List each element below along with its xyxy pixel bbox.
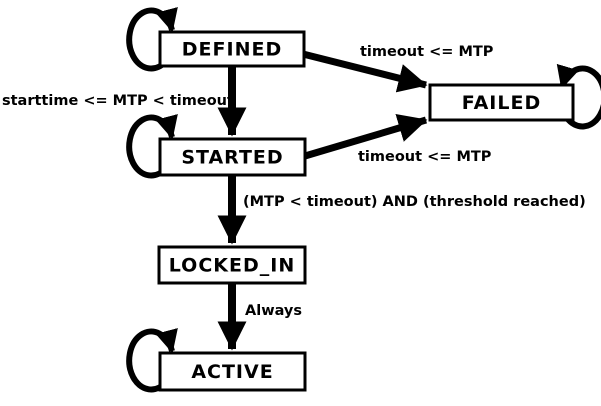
state-label-failed: FAILED — [462, 92, 541, 114]
transition-arrow-started-to-failed — [304, 113, 428, 160]
edge-label-started-to-locked-in: (MTP < timeout) AND (threshold reached) — [243, 194, 586, 210]
state-label-active: ACTIVE — [191, 361, 273, 383]
edge-label-started-to-failed: timeout <= MTP — [358, 149, 492, 165]
transition-arrow-defined-to-failed — [302, 50, 428, 93]
state-label-defined: DEFINED — [182, 39, 282, 61]
edge-label-defined-to-started: starttime <= MTP < timeout — [2, 93, 234, 109]
state-box-locked-in — [157, 245, 307, 285]
state-box-active — [158, 351, 307, 392]
self-loop-arrow-started — [126, 114, 178, 179]
state-label-locked-in: LOCKED_IN — [169, 255, 295, 277]
state-label-started: STARTED — [181, 147, 283, 169]
edge-label-defined-to-failed: timeout <= MTP — [360, 44, 494, 60]
self-loop-arrow-active — [126, 328, 178, 393]
edge-label-locked-in-to-active: Always — [245, 303, 302, 319]
state-box-failed — [428, 83, 575, 122]
self-loop-arrow-failed — [556, 63, 601, 130]
state-box-defined — [158, 30, 306, 68]
state-box-started — [158, 137, 307, 177]
self-loop-arrow-defined — [126, 7, 178, 72]
